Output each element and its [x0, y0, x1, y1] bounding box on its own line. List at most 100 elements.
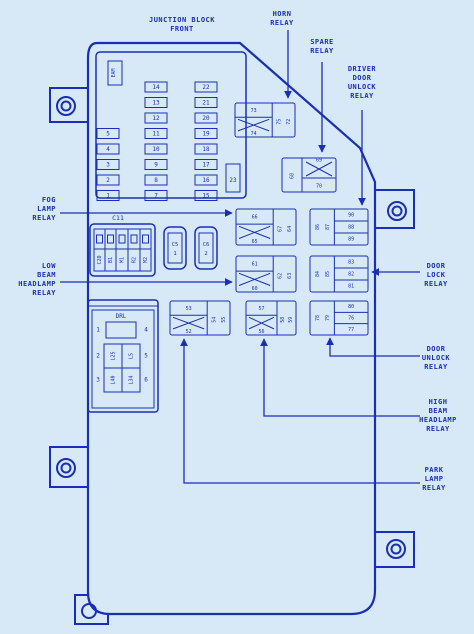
c11-top-pin-1	[107, 234, 114, 244]
fuse-20[interactable]	[194, 112, 218, 124]
c11-top-pin-2	[118, 234, 126, 244]
driver-unlock-label-2: DOOR	[352, 74, 372, 82]
high-beam-label-4: RELAY	[426, 425, 450, 433]
fuse-19[interactable]	[194, 128, 218, 139]
fuse-11-label: 11	[152, 131, 160, 138]
park-label-3: RELAY	[422, 484, 446, 492]
fuse-7[interactable]	[144, 190, 168, 201]
connector-c6	[194, 226, 218, 270]
relay-high-beam-pin-57: 57	[258, 306, 264, 312]
relay-driver-unlock-pin-89: 89	[348, 237, 354, 243]
title-line-1: JUNCTION BLOCK	[148, 16, 215, 24]
fuse-1-label: 1	[106, 193, 110, 200]
connector-c5	[163, 226, 187, 270]
fuse-19-label: 19	[202, 131, 210, 138]
fuse-4-label: 4	[106, 146, 110, 153]
fuse-17-label: 17	[202, 162, 210, 169]
relay-door-unlock-pin-78: 78	[315, 315, 321, 321]
fuse-3[interactable]	[96, 159, 120, 170]
fuse-22[interactable]	[194, 81, 218, 93]
relay-spare-pin-68: 68	[290, 173, 296, 179]
fuse-9[interactable]	[144, 159, 168, 170]
relay-low-beam-x2	[238, 272, 271, 286]
park-label-1: PARK	[424, 466, 444, 474]
relay-park-x2	[172, 316, 205, 330]
relay-park-pin-55: 55	[221, 317, 227, 323]
door-unlock-label-3: RELAY	[424, 363, 448, 371]
connector-c6-label: C6	[203, 242, 210, 248]
park-lamp-pointer	[180, 338, 420, 484]
fuse-8[interactable]	[144, 174, 168, 186]
relay-low-beam	[235, 255, 297, 293]
fuse-15-label: 15	[202, 193, 210, 200]
relay-fog-x2	[238, 225, 271, 239]
spare-label-2: RELAY	[310, 47, 334, 55]
fuse-10[interactable]	[144, 143, 168, 155]
fuse-22-label: 22	[202, 84, 210, 91]
c11-top-pin-4	[142, 234, 149, 244]
relay-door-lock-pin-84: 84	[315, 271, 321, 277]
fuse-12[interactable]	[144, 112, 168, 124]
park-lamp-relay-label: PARK LAMP RELAY	[414, 466, 454, 493]
housing-outline	[86, 41, 377, 616]
door-unlock-pointer	[326, 337, 420, 357]
door-lock-relay-label: DOOR LOCK RELAY	[416, 262, 456, 289]
fuse-15[interactable]	[194, 190, 218, 201]
fuse-2-label: 2	[106, 177, 110, 184]
fog-lamp-relay-label: FOG LAMP RELAY	[10, 196, 56, 223]
fuse-10-label: 10	[152, 146, 160, 153]
fuse-21[interactable]	[194, 97, 218, 108]
drl-pin-4: 4	[144, 327, 148, 334]
fuse-2[interactable]	[96, 174, 120, 186]
park-label-2: LAMP	[424, 475, 444, 483]
connector-c11	[89, 223, 156, 277]
relay-high-beam-pin-56: 56	[258, 329, 264, 335]
fuse-23[interactable]	[225, 163, 241, 193]
fuse-8-label: 8	[154, 177, 158, 184]
leader-lines	[60, 30, 420, 484]
fuse-11[interactable]	[144, 128, 168, 139]
drl-pin-1: 1	[96, 327, 100, 334]
fuse-5[interactable]	[96, 128, 120, 139]
spare-relay-label: SPARE RELAY	[302, 38, 342, 56]
fuse-4[interactable]	[96, 143, 120, 155]
drl-pin-2: 2	[96, 353, 100, 360]
relay-high-beam	[245, 300, 297, 336]
fuse-eam[interactable]	[107, 60, 123, 86]
horn-label-1: HORN	[272, 10, 292, 18]
fuse-7-label: 7	[154, 193, 158, 200]
connector-c6-pin: 2	[204, 251, 207, 257]
relay-fog-pin-67: 67	[278, 226, 284, 232]
drl-L25: L25	[111, 351, 117, 360]
fuse-14[interactable]	[144, 81, 168, 93]
relay-low-beam-pin-62: 62	[278, 273, 284, 279]
fuse-9-label: 9	[154, 162, 158, 169]
fuse-14-label: 14	[152, 84, 160, 91]
fuse-16[interactable]	[194, 174, 218, 186]
c11-pin-B1: B1	[108, 257, 114, 263]
driver-unlock-label-1: DRIVER	[347, 65, 377, 73]
fuse-17[interactable]	[194, 159, 218, 170]
relay-door-lock-pin-85: 85	[325, 271, 331, 277]
horn-label-2: RELAY	[270, 19, 294, 27]
fuse-5-label: 5	[106, 131, 110, 138]
fuse-1[interactable]	[96, 190, 120, 201]
fuse-18[interactable]	[194, 143, 218, 155]
connector-c5-label: C5	[172, 242, 179, 248]
c11-pin-C2D: C2D	[97, 255, 103, 264]
door-unlock-label-1: DOOR	[426, 345, 446, 353]
fuse-23-label: 23	[229, 177, 237, 184]
fuse-13[interactable]	[144, 97, 168, 108]
relay-driver-unlock-pin-88: 88	[348, 225, 354, 231]
relay-spare	[281, 157, 337, 193]
mount-ear-bottom-right	[375, 531, 415, 568]
drl-label: DRL	[116, 313, 127, 320]
fuse-12-label: 12	[152, 115, 160, 122]
fuse-20-label: 20	[202, 115, 210, 122]
driver-door-unlock-relay-label: DRIVER DOOR UNLOCK RELAY	[340, 65, 384, 101]
drl-top-socket	[105, 321, 137, 339]
relay-park-pin-53: 53	[186, 306, 192, 312]
